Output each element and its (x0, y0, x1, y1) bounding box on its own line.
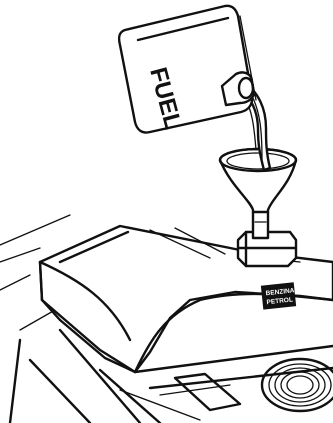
coiled-hose (262, 359, 333, 411)
fuel-can-icon: FUEL (119, 6, 256, 133)
funnel-icon (220, 149, 296, 238)
tank-badge: BENZINA PETROL (261, 282, 296, 309)
